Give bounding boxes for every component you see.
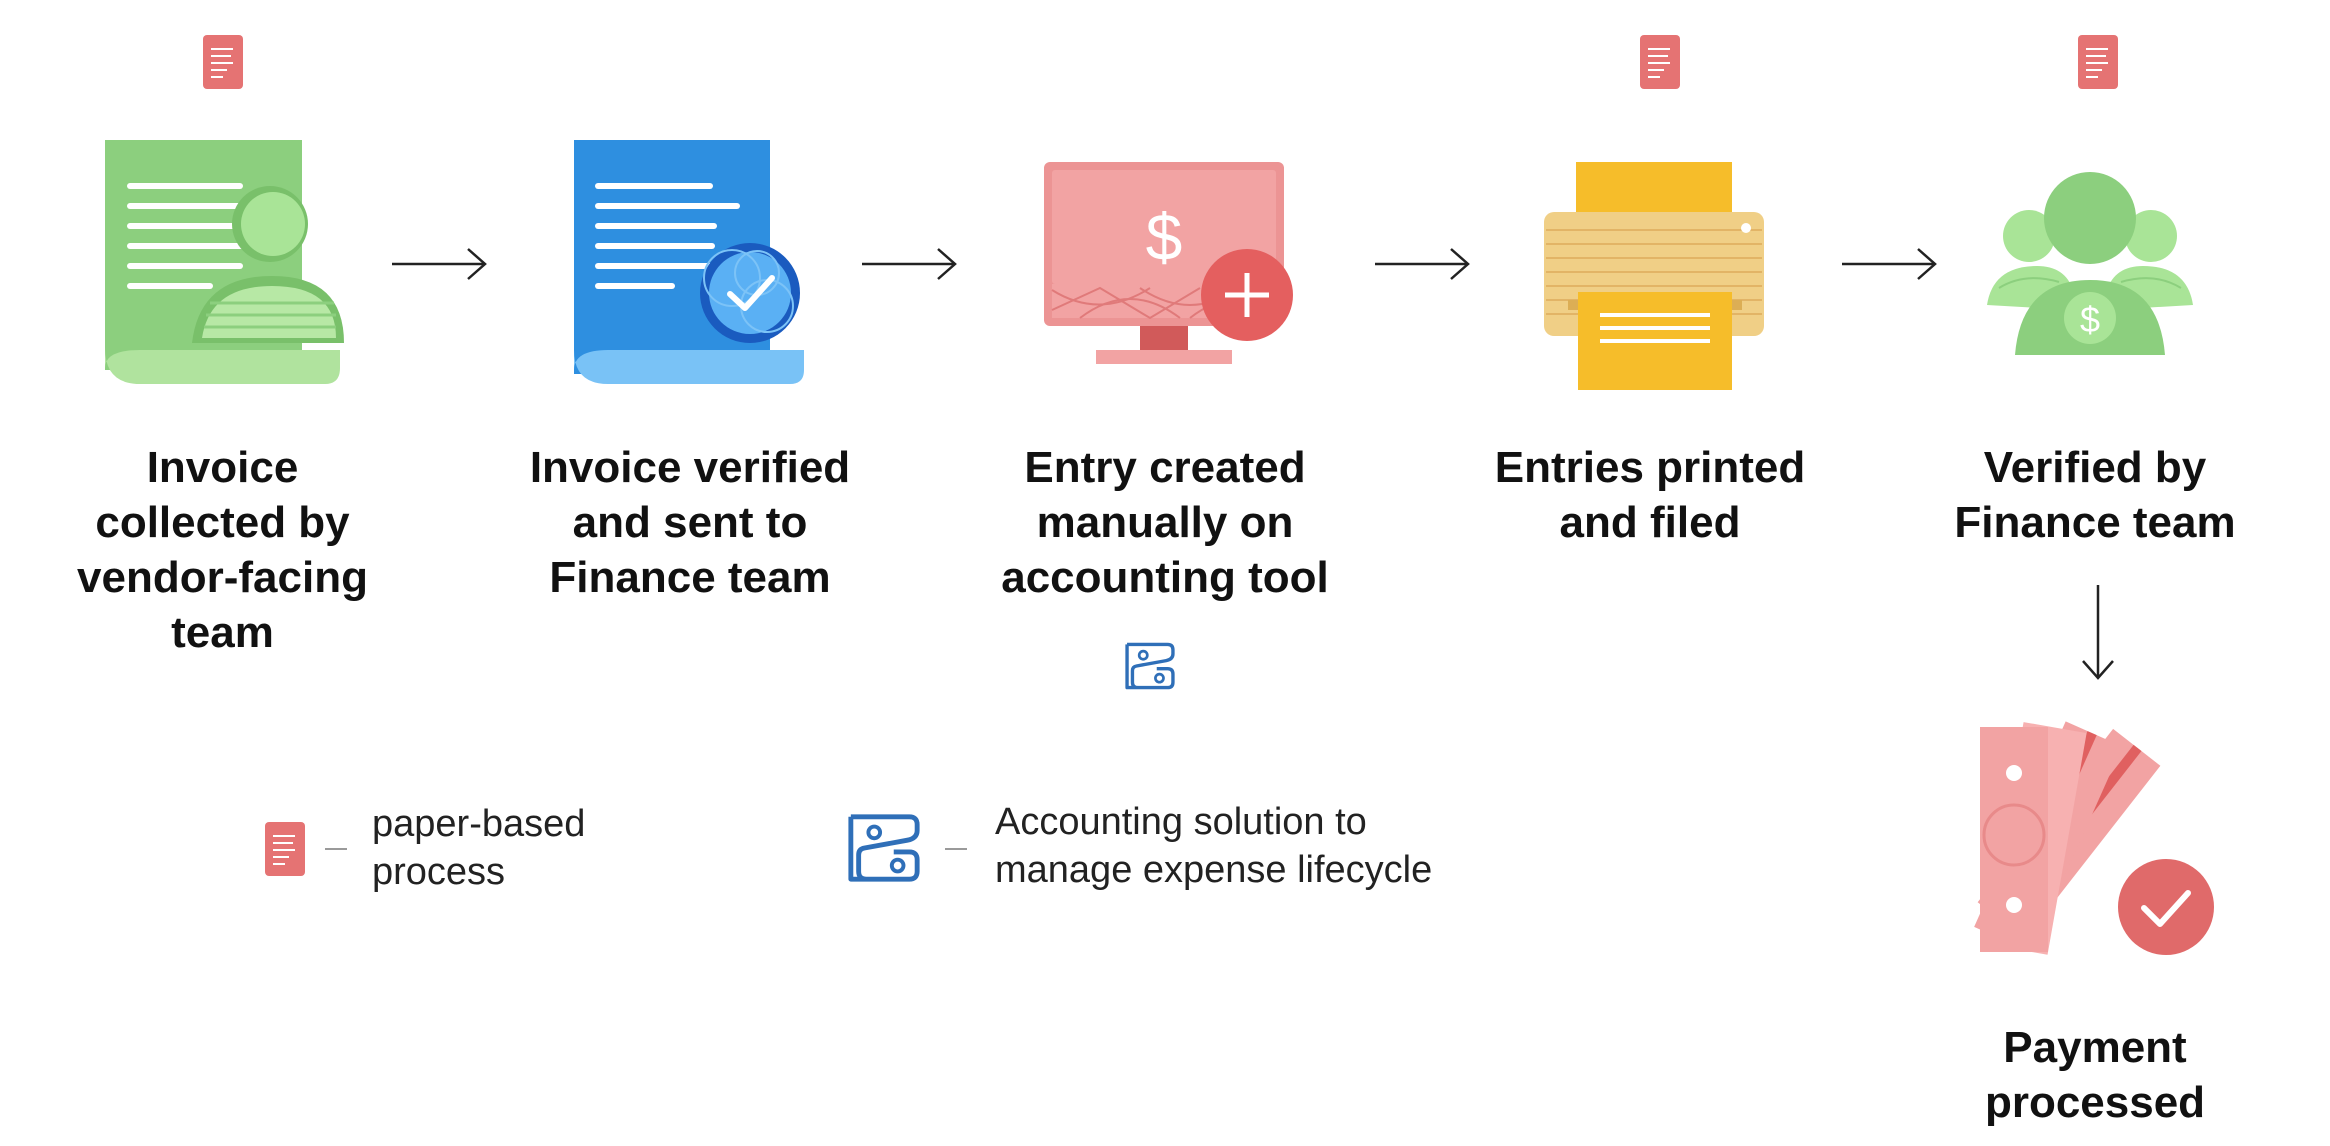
step-title: Entries printed and filed	[1494, 443, 1806, 547]
legend-paper-text: paper-based process	[372, 803, 586, 893]
finance-team-icon: $	[1987, 172, 2193, 355]
monitor-add-icon: $	[1044, 162, 1293, 364]
step-title: Verified by Finance team	[1954, 443, 2236, 547]
arrow-right-icon	[1375, 248, 1470, 280]
arrow-right-icon	[862, 248, 957, 280]
accounting-logo-icon	[1125, 642, 1175, 690]
step-title: Entry created manually on accounting too…	[1001, 443, 1329, 602]
invoice-verified-icon	[574, 140, 804, 384]
step-title: Payment processed	[1984, 1023, 2206, 1127]
legend-dash	[945, 848, 967, 850]
arrow-right-icon	[392, 248, 487, 280]
paper-doc-icon	[2078, 35, 2118, 89]
paper-doc-icon	[203, 35, 243, 89]
arrow-down-icon	[2082, 585, 2114, 680]
paper-doc-icon	[265, 822, 305, 876]
svg-text:$: $	[2080, 299, 2100, 340]
accounting-logo-icon	[848, 814, 920, 882]
printer-icon	[1544, 162, 1764, 390]
step-title: Invoice collected by vendor-facing team	[77, 443, 368, 657]
step-title: Invoice verified and sent to Finance tea…	[529, 443, 851, 602]
legend-dash	[325, 848, 347, 850]
money-check-icon	[1974, 721, 2214, 955]
paper-doc-icon	[1640, 35, 1680, 89]
arrow-right-icon	[1842, 248, 1937, 280]
legend-solution-text: Accounting solution to manage expense li…	[995, 801, 1433, 891]
svg-text:$: $	[1146, 200, 1183, 274]
invoice-person-icon	[105, 140, 344, 384]
